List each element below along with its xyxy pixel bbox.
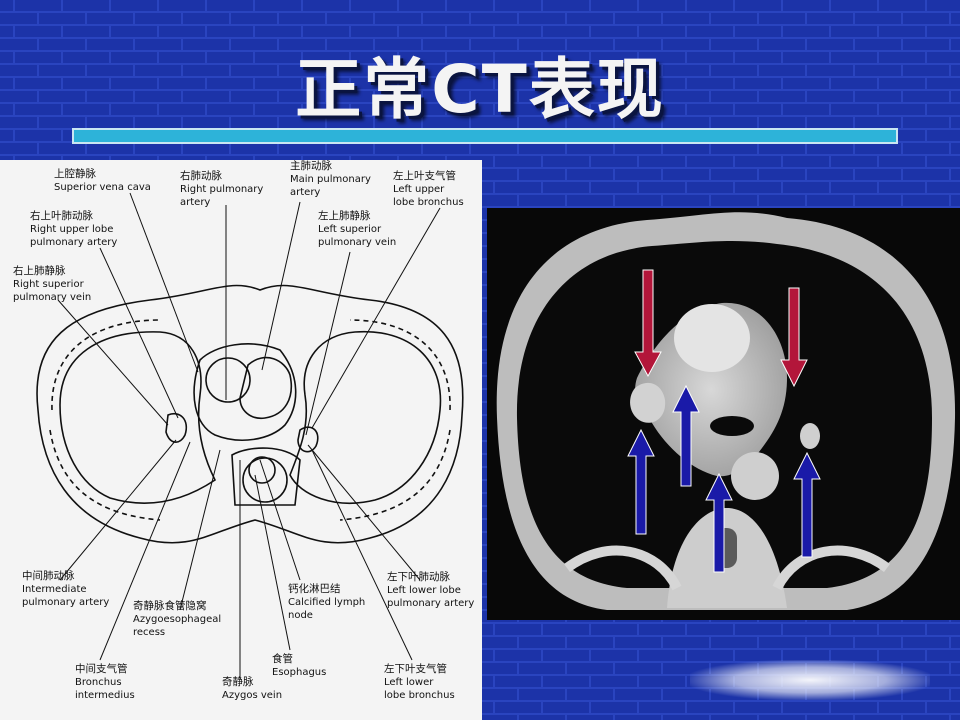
label-right-upper-lobe-pulmonary-artery: 右上叶肺动脉 Right upper lobe pulmonary artery xyxy=(30,210,117,249)
label-en: lobe bronchus xyxy=(384,690,455,701)
label-en: recess xyxy=(133,627,166,638)
label-left-lower-lobe-pulmonary-artery: 左下叶肺动脉 Left lower lobe pulmonary artery xyxy=(387,571,474,610)
ascending-aorta xyxy=(674,304,750,372)
label-azygoesophageal-recess: 奇静脉食管隐窝 Azygoesophageal recess xyxy=(133,600,221,639)
label-en: artery xyxy=(180,197,211,208)
label-zh: 右肺动脉 xyxy=(180,170,222,182)
label-en: Right upper lobe xyxy=(30,224,114,235)
label-en: Bronchus xyxy=(75,677,122,688)
label-left-lower-lobe-bronchus: 左下叶支气管 Left lower lobe bronchus xyxy=(384,663,455,702)
spine-shape xyxy=(231,447,301,506)
label-en: pulmonary artery xyxy=(387,598,475,609)
trachea-air xyxy=(710,416,754,436)
label-en: lobe bronchus xyxy=(393,197,464,208)
pleura-dashed-left xyxy=(339,319,451,521)
label-en: artery xyxy=(290,187,321,198)
blue-arrow-3 xyxy=(705,472,733,573)
label-en: Esophagus xyxy=(272,667,327,678)
label-zh: 中间肺动脉 xyxy=(22,570,75,582)
label-left-superior-pulmonary-vein: 左上肺静脉 Left superior pulmonary vein xyxy=(318,210,396,249)
blue-arrow-2 xyxy=(672,384,700,487)
watermark-glow xyxy=(690,660,930,700)
label-zh: 奇静脉食管隐窝 xyxy=(133,600,207,612)
label-bronchus-intermedius: 中间支气管 Bronchus intermedius xyxy=(75,663,135,702)
label-zh: 食管 xyxy=(272,653,293,665)
label-left-upper-lobe-bronchus: 左上叶支气管 Left upper lobe bronchus xyxy=(393,170,464,209)
label-superior-vena-cava: 上腔静脉 Superior vena cava xyxy=(54,168,151,194)
blue-arrow-1 xyxy=(627,428,655,535)
label-en: Left superior xyxy=(318,224,382,235)
label-en: pulmonary artery xyxy=(30,237,118,248)
label-zh: 左下叶支气管 xyxy=(384,663,447,675)
anatomy-line-drawing xyxy=(36,192,464,680)
label-zh: 左上叶支气管 xyxy=(393,170,456,182)
label-right-superior-pulmonary-vein: 右上肺静脉 Right superior pulmonary vein xyxy=(13,265,91,304)
aorta-shape xyxy=(239,356,292,420)
label-zh: 左上肺静脉 xyxy=(318,210,371,222)
label-zh: 右上叶肺动脉 xyxy=(30,210,93,222)
red-arrow-2 xyxy=(780,287,808,388)
red-arrow-1 xyxy=(634,269,662,378)
mediastinum xyxy=(635,302,787,477)
ct-scan-image xyxy=(487,208,960,620)
esophagus-circle xyxy=(248,456,276,484)
label-zh: 右上肺静脉 xyxy=(13,265,66,277)
label-en: Superior vena cava xyxy=(54,182,151,193)
label-en: pulmonary artery xyxy=(22,597,110,608)
label-en: Azygos vein xyxy=(222,690,283,701)
anatomy-diagram-panel: 上腔静脉 Superior vena cava 右肺动脉 Right pulmo… xyxy=(0,160,482,720)
mediastinum-outline xyxy=(193,343,297,441)
label-zh: 主肺动脉 xyxy=(290,160,332,172)
svc-circle xyxy=(205,357,251,403)
label-en: pulmonary vein xyxy=(318,237,397,248)
left-lung-outline xyxy=(289,330,442,504)
label-en: Calcified lymph xyxy=(288,597,366,608)
label-en: pulmonary vein xyxy=(13,292,92,303)
blue-arrow-4 xyxy=(793,451,821,558)
label-en: Main pulmonary xyxy=(290,174,371,185)
ribs-posterior xyxy=(564,545,890,591)
left-hilum-ct xyxy=(800,423,820,449)
label-intermediate-pulmonary-artery: 中间肺动脉 Intermediate pulmonary artery xyxy=(22,570,109,609)
right-lung-outline xyxy=(59,331,217,504)
label-en: intermedius xyxy=(75,690,135,701)
label-zh: 左下叶肺动脉 xyxy=(387,571,450,583)
left-hilum xyxy=(297,426,319,453)
right-hilum xyxy=(165,413,187,443)
label-zh: 中间支气管 xyxy=(75,663,128,675)
label-en: node xyxy=(288,610,313,621)
label-en: Azygoesophageal xyxy=(133,614,222,625)
right-hilum-ct xyxy=(630,382,666,423)
slide-title: 正常CT表现 xyxy=(295,51,665,128)
label-en: Right superior xyxy=(13,279,84,290)
label-main-pulmonary-artery: 主肺动脉 Main pulmonary artery xyxy=(290,160,371,199)
label-zh: 奇静脉 xyxy=(222,676,254,688)
label-en: Left lower xyxy=(384,677,434,688)
ct-scan-drawing xyxy=(496,212,956,611)
label-en: Left lower lobe xyxy=(387,585,461,596)
label-calcified-lymph-node: 钙化淋巴结 Calcified lymph node xyxy=(288,583,365,622)
label-en: Intermediate xyxy=(22,584,87,595)
pleura-dashed-right xyxy=(49,319,161,521)
label-right-pulmonary-artery: 右肺动脉 Right pulmonary artery xyxy=(180,170,263,209)
descending-aorta xyxy=(731,452,779,500)
title-underline-bar xyxy=(72,128,898,144)
label-zh: 钙化淋巴结 xyxy=(288,583,341,595)
label-azygos-vein: 奇静脉 Azygos vein xyxy=(222,676,282,702)
label-esophagus: 食管 Esophagus xyxy=(272,653,326,679)
label-zh: 上腔静脉 xyxy=(54,168,96,180)
vertebra-circle xyxy=(242,457,288,503)
label-en: Right pulmonary xyxy=(180,184,264,195)
thorax-outline xyxy=(36,284,464,544)
label-en: Left upper xyxy=(393,184,445,195)
